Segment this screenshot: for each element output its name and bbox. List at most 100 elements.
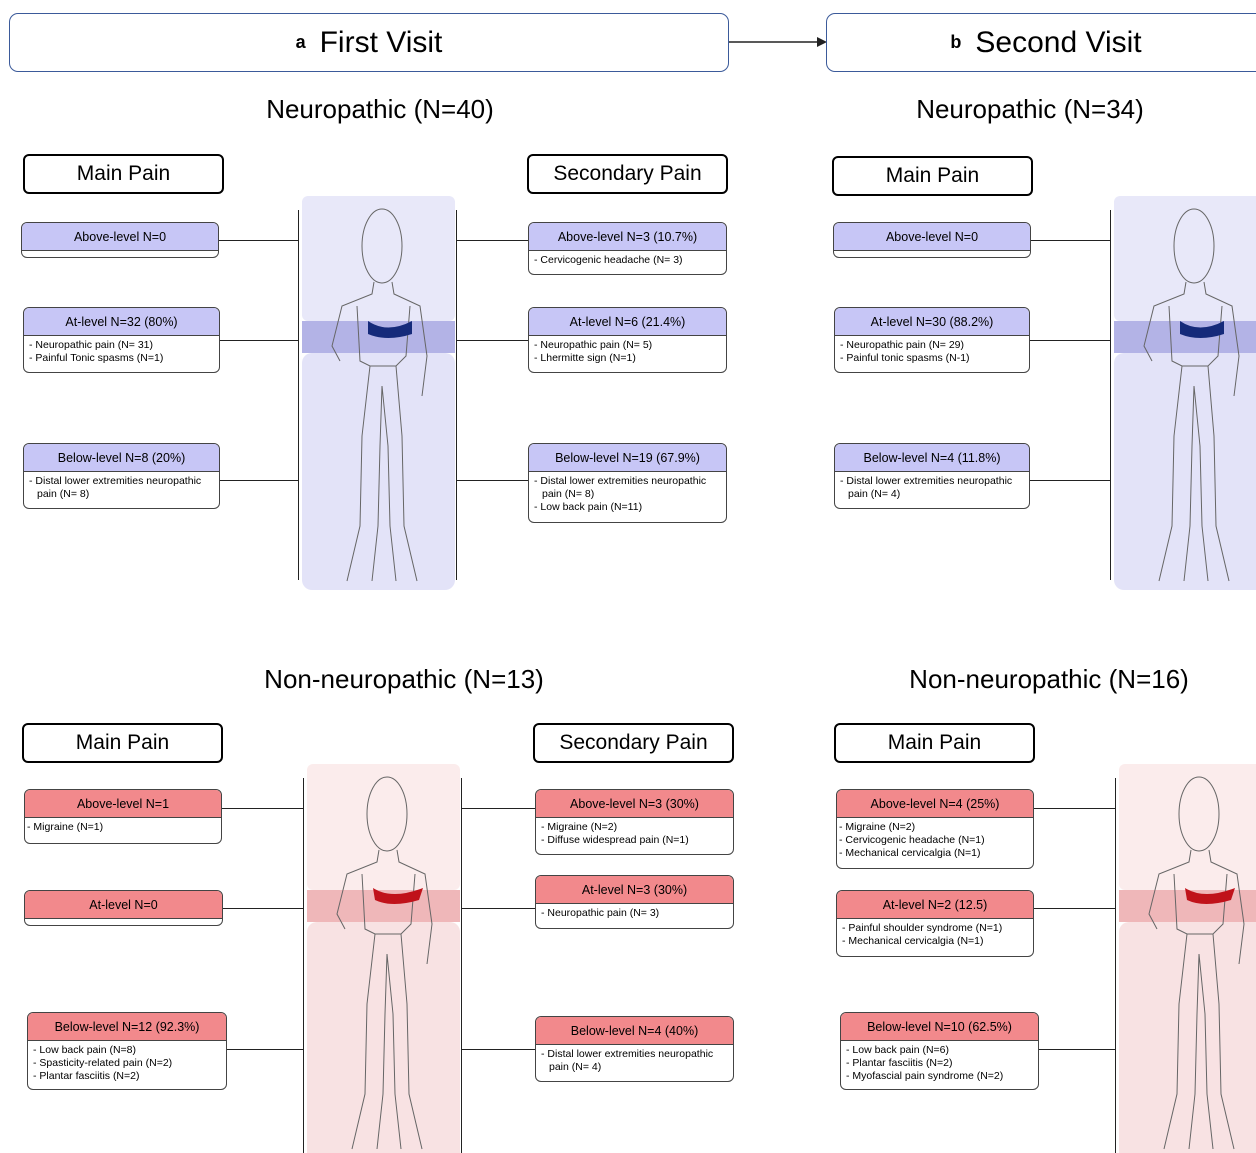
fv-neuro-right-axis bbox=[456, 210, 457, 580]
item: pain (N= 8) bbox=[37, 488, 90, 500]
item: pain (N= 4) bbox=[549, 1061, 602, 1073]
connector bbox=[1031, 240, 1110, 241]
category-header: At-level N=30 (88.2%) bbox=[835, 308, 1029, 336]
connector bbox=[461, 808, 535, 809]
category-header: Below-level N=4 (40%) bbox=[536, 1017, 733, 1045]
item: - Painful shoulder syndrome (N=1) bbox=[842, 922, 1003, 934]
fv-nonneuro-secondary-below: Below-level N=4 (40%) - Distal lower ext… bbox=[535, 1016, 734, 1082]
category-header: Above-level N=1 bbox=[25, 790, 221, 818]
fv-neuro-main-heading: Main Pain bbox=[23, 154, 224, 194]
category-header: Below-level N=12 (92.3%) bbox=[28, 1013, 226, 1041]
item: - Cervicogenic headache (N=1) bbox=[839, 834, 985, 846]
item: - Migraine (N=2) bbox=[541, 821, 618, 833]
category-header: Below-level N=4 (11.8%) bbox=[835, 444, 1029, 472]
category-header: At-level N=3 (30%) bbox=[536, 876, 733, 904]
fv-neuro-secondary-above: Above-level N=3 (10.7%) - Cervicogenic h… bbox=[528, 222, 727, 275]
sv-nonneuro-main-below: Below-level N=10 (62.5%) - Low back pain… bbox=[840, 1012, 1039, 1090]
fv-nonneuro-left-axis bbox=[303, 778, 304, 1153]
fv-nonneuro-title: Non-neuropathic (N=13) bbox=[264, 664, 544, 694]
item: - Mechanical cervicalgia (N=1) bbox=[842, 935, 984, 947]
fv-neuro-main-at: At-level N=32 (80%) - Neuropathic pain (… bbox=[23, 307, 220, 373]
item: - Plantar fasciitis (N=2) bbox=[846, 1057, 953, 1069]
item: pain (N= 4) bbox=[848, 488, 901, 500]
item: - Distal lower extremities neuropathic bbox=[541, 1048, 714, 1060]
item: - Painful tonic spasms (N-1) bbox=[840, 352, 970, 364]
fv-neuro-left-axis bbox=[298, 210, 299, 580]
item: - Diffuse widespread pain (N=1) bbox=[541, 834, 689, 846]
item: - Distal lower extremities neuropathic bbox=[29, 475, 202, 487]
fv-nonneuro-secondary-heading: Secondary Pain bbox=[533, 723, 734, 763]
fv-neuro-title: Neuropathic (N=40) bbox=[266, 94, 494, 124]
connector bbox=[1034, 908, 1115, 909]
item: - Neuropathic pain (N= 3) bbox=[541, 907, 660, 919]
item: - Neuropathic pain (N= 29) bbox=[840, 339, 965, 351]
sv-neuro-main-above: Above-level N=0 bbox=[833, 222, 1031, 258]
category-header: Above-level N=3 (30%) bbox=[536, 790, 733, 818]
connector bbox=[461, 1049, 535, 1050]
connector bbox=[227, 1049, 303, 1050]
sv-nonneuro-main-at: At-level N=2 (12.5) - Painful shoulder s… bbox=[836, 890, 1034, 957]
fv-neuro-body-figure bbox=[302, 196, 455, 590]
fv-nonneuro-main-below: Below-level N=12 (92.3%) - Low back pain… bbox=[27, 1012, 227, 1090]
connector bbox=[220, 340, 298, 341]
body-silhouette-icon bbox=[1119, 764, 1256, 1153]
connector bbox=[1030, 480, 1110, 481]
connector bbox=[456, 480, 528, 481]
sv-neuro-main-heading: Main Pain bbox=[832, 156, 1033, 196]
sv-nonneuro-title: Non-neuropathic (N=16) bbox=[909, 664, 1189, 694]
fv-neuro-main-above: Above-level N=0 bbox=[21, 222, 219, 258]
fv-neuro-secondary-heading: Secondary Pain bbox=[527, 154, 728, 194]
fv-nonneuro-secondary-at: At-level N=3 (30%) - Neuropathic pain (N… bbox=[535, 875, 734, 929]
item: - Cervicogenic headache (N= 3) bbox=[534, 254, 683, 266]
category-header: Above-level N=0 bbox=[22, 223, 218, 251]
category-header: Above-level N=3 (10.7%) bbox=[529, 223, 726, 251]
category-header: Below-level N=8 (20%) bbox=[24, 444, 219, 472]
category-header: Above-level N=4 (25%) bbox=[837, 790, 1033, 818]
second-visit-header: b Second Visit bbox=[826, 13, 1256, 72]
connector bbox=[1039, 1049, 1115, 1050]
item: - Migraine (N=2) bbox=[839, 821, 916, 833]
item: pain (N= 8) bbox=[542, 488, 595, 500]
fv-nonneuro-body-figure bbox=[307, 764, 460, 1153]
connector bbox=[461, 908, 535, 909]
sv-neuro-title: Neuropathic (N=34) bbox=[916, 94, 1144, 124]
second-visit-title: Second Visit bbox=[975, 25, 1142, 59]
connector bbox=[1030, 340, 1110, 341]
item: - Distal lower extremities neuropathic bbox=[840, 475, 1013, 487]
fv-neuro-secondary-below: Below-level N=19 (67.9%) - Distal lower … bbox=[528, 443, 727, 523]
fv-nonneuro-main-at: At-level N=0 bbox=[24, 890, 223, 926]
first-visit-title: First Visit bbox=[319, 25, 443, 59]
category-header: Below-level N=19 (67.9%) bbox=[529, 444, 726, 472]
item: - Mechanical cervicalgia (N=1) bbox=[839, 847, 981, 859]
item: - Myofascial pain syndrome (N=2) bbox=[846, 1070, 1004, 1082]
fv-nonneuro-main-above: Above-level N=1 - Migraine (N=1) bbox=[24, 789, 222, 844]
item: - Painful Tonic spasms (N=1) bbox=[29, 352, 164, 364]
visit-arrow bbox=[729, 37, 827, 47]
item: - Spasticity-related pain (N=2) bbox=[33, 1057, 173, 1069]
connector bbox=[219, 240, 298, 241]
body-silhouette-icon bbox=[307, 764, 460, 1153]
fv-nonneuro-main-heading: Main Pain bbox=[22, 723, 223, 763]
item: - Low back pain (N=6) bbox=[846, 1044, 950, 1056]
first-visit-header: a First Visit bbox=[9, 13, 729, 72]
item: - Low back pain (N=11) bbox=[534, 501, 643, 513]
category-header: At-level N=6 (21.4%) bbox=[529, 308, 726, 336]
second-visit-letter: b bbox=[950, 32, 962, 52]
category-header: Above-level N=0 bbox=[834, 223, 1030, 251]
sv-nonneuro-body-figure bbox=[1119, 764, 1256, 1153]
fv-neuro-main-below: Below-level N=8 (20%) - Distal lower ext… bbox=[23, 443, 220, 509]
sv-neuro-main-at: At-level N=30 (88.2%) - Neuropathic pain… bbox=[834, 307, 1030, 373]
sv-nonneuro-left-axis bbox=[1115, 778, 1116, 1153]
connector bbox=[1034, 808, 1115, 809]
body-silhouette-icon bbox=[1114, 196, 1256, 590]
connector bbox=[456, 240, 528, 241]
body-silhouette-icon bbox=[302, 196, 455, 590]
item: - Lhermitte sign (N=1) bbox=[534, 352, 636, 364]
first-visit-letter: a bbox=[295, 32, 306, 52]
category-header: At-level N=32 (80%) bbox=[24, 308, 219, 336]
item: - Low back pain (N=8) bbox=[33, 1044, 137, 1056]
item: - Distal lower extremities neuropathic bbox=[534, 475, 707, 487]
item: - Neuropathic pain (N= 31) bbox=[29, 339, 154, 351]
connector bbox=[223, 908, 303, 909]
sv-neuro-body-figure bbox=[1114, 196, 1256, 590]
